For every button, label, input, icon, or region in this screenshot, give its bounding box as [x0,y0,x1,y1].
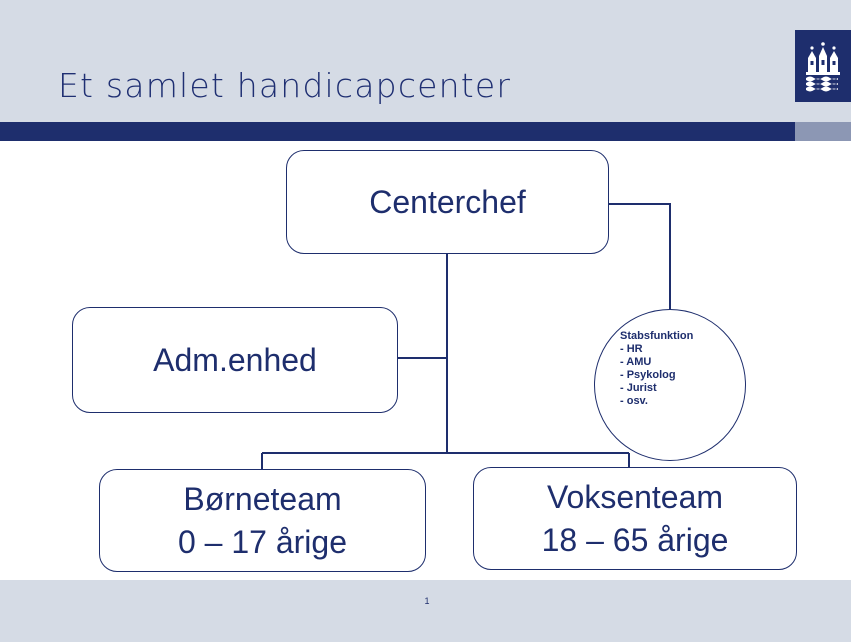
centerchef-box: Centerchef [286,150,609,254]
boerneteam-ages: 0 – 17 årige [177,523,347,560]
boerneteam-box: Børneteam 0 – 17 årige [99,469,426,572]
list-item: - AMU [620,356,652,368]
centerchef-label: Centerchef [369,183,526,220]
list-item: - osv. [620,395,648,407]
slide-footer [0,580,851,642]
coat-of-arms-logo-icon [795,30,851,102]
page-number: 1 [424,596,430,606]
voksenteam-ages: 18 – 65 årige [541,521,729,558]
list-item: - Jurist [620,382,657,394]
stabsfunktion-text: Stabsfunktion - HR - AMU - Psykolog - Ju… [620,330,693,408]
voksenteam-name: Voksenteam [546,479,724,516]
boerneteam-name: Børneteam [183,481,342,518]
stabsfunktion-list: - HR - AMU - Psykolog - Jurist - osv. [620,343,693,408]
adm-enhed-box: Adm.enhed [72,307,398,413]
staff-connector [608,203,671,311]
stabsfunktion-heading: Stabsfunktion [620,330,694,342]
slide-title: Et samlet handicapcenter [58,66,512,105]
slide-header [0,0,851,122]
title-divider-accent [795,122,851,141]
list-item: - HR [620,343,643,355]
title-divider-bar [0,122,795,141]
voksenteam-box: Voksenteam 18 – 65 årige [473,467,797,570]
list-item: - Psykolog [620,369,676,381]
stabsfunktion-circle [594,309,746,461]
adm-enhed-label: Adm.enhed [153,341,317,378]
